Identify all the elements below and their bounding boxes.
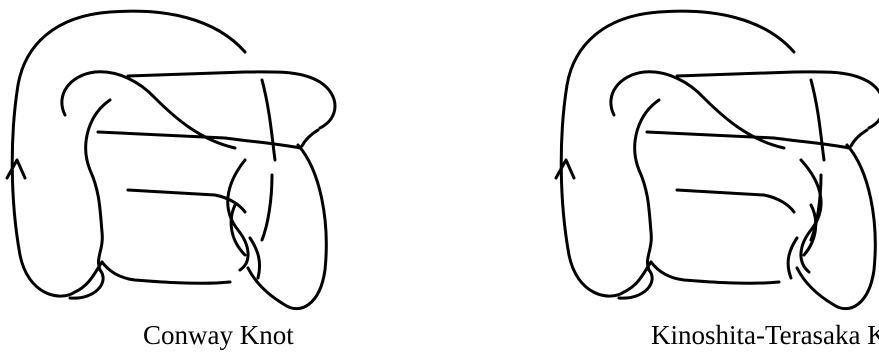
conway-right-outer [248,145,326,309]
kt-outer-loop [561,11,794,296]
kt-twist-c [788,238,797,278]
kt-left-inner [635,100,659,270]
conway-vertical-right [262,80,275,160]
conway-vertical-right-lower [262,175,272,240]
kinoshita-terasaka-knot-caption: Kinoshita-Terasaka Knot [651,320,879,351]
conway-outer-loop [12,11,245,296]
kt-vertical-right [811,80,824,160]
orientation-arrow-icon [7,160,25,178]
kt-lower-strand [677,190,794,212]
orientation-arrow-icon [556,160,574,178]
conway-lower-left-curve [102,262,230,283]
kinoshita-terasaka-knot-diagram [556,11,879,309]
conway-right-inner [302,130,318,146]
kt-right-inner [851,130,867,146]
kt-lower-left-curve [651,262,779,283]
conway-knot-caption: Conway Knot [143,320,294,351]
conway-knot-diagram [7,11,335,309]
conway-left-inner [86,100,110,270]
